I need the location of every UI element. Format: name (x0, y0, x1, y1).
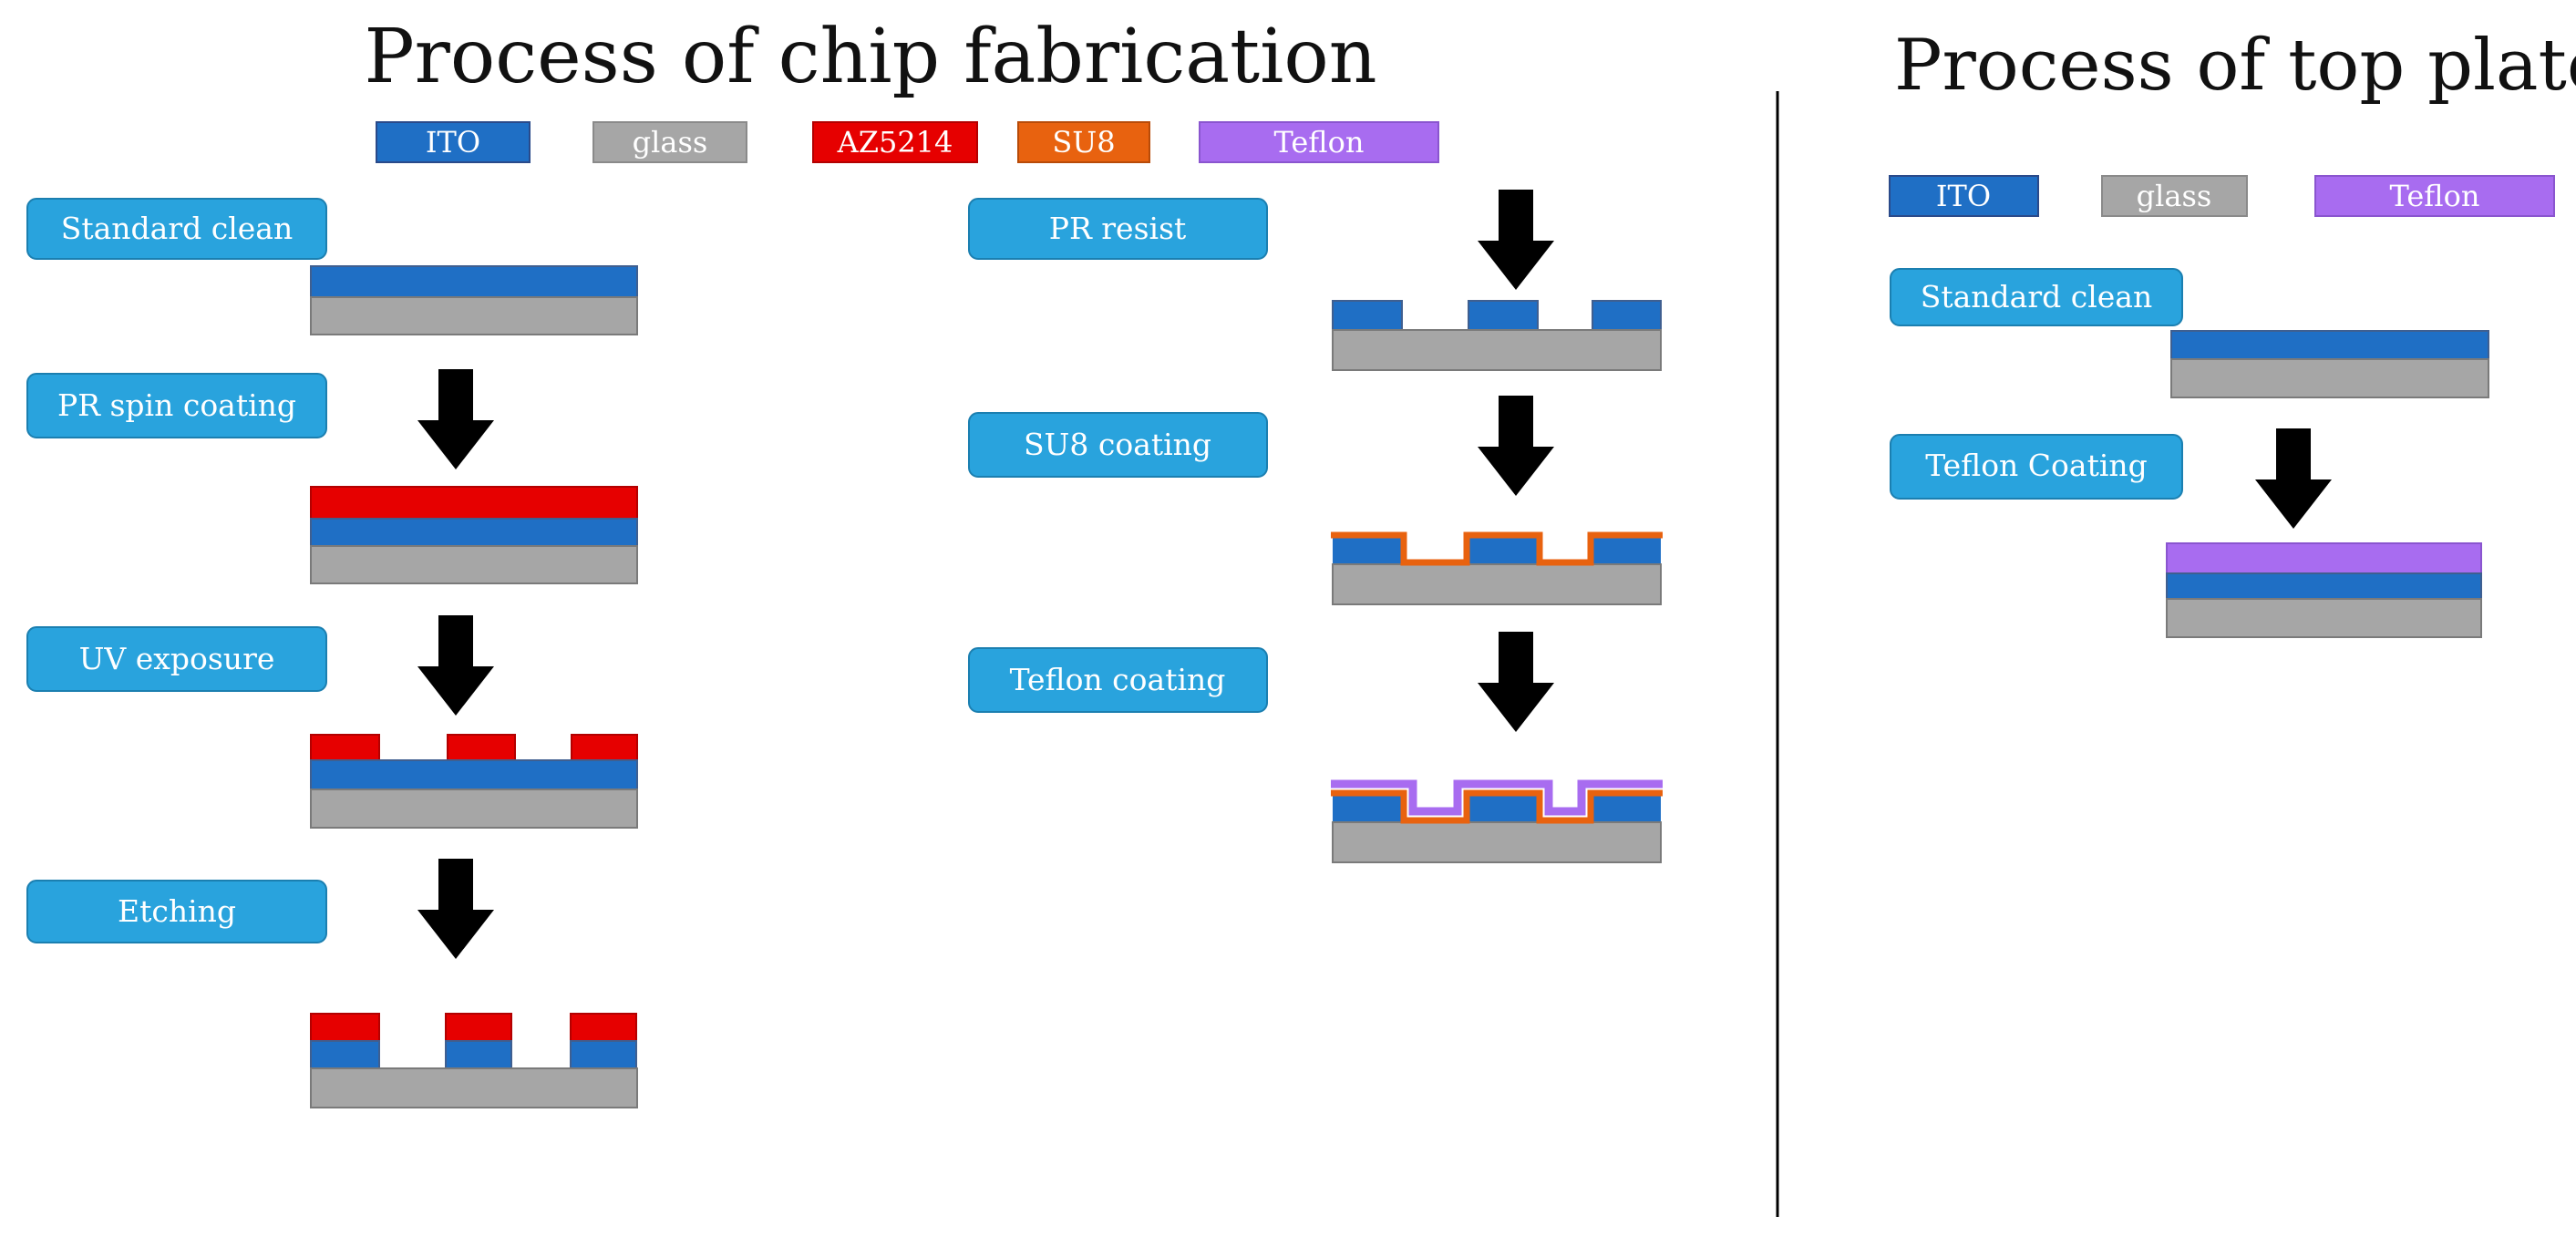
legend-label: glass (633, 125, 708, 160)
step-label: Standard clean (61, 211, 293, 246)
legend-item-teflon: Teflon (1199, 121, 1439, 163)
stack-top-teflon-coating (2166, 542, 2482, 638)
down-arrow-icon (417, 369, 494, 469)
legend-item-teflon: Teflon (2314, 175, 2555, 217)
step-uv-exposure: UV exposure (26, 626, 327, 692)
legend-item-ito: ITO (376, 121, 531, 163)
step-label: Etching (118, 893, 236, 929)
legend-label: ITO (1936, 179, 1991, 213)
step-etching: Etching (26, 880, 327, 943)
step-label: PR spin coating (57, 387, 296, 423)
legend-top: ITO glass Teflon (1889, 175, 2555, 217)
legend-item-glass: glass (592, 121, 747, 163)
legend-label: Teflon (2389, 179, 2479, 213)
stack-pr-spin-coating (310, 486, 638, 584)
legend-chip: ITO glass AZ5214 SU8 Teflon (376, 121, 1439, 163)
down-arrow-icon (1478, 190, 1554, 290)
step-pr-resist: PR resist (968, 198, 1268, 260)
step-label: SU8 coating (1024, 427, 1211, 462)
step-label: Teflon coating (1010, 662, 1226, 697)
step-su8-coating: SU8 coating (968, 412, 1268, 478)
stack-uv-exposure (310, 734, 638, 829)
down-arrow-icon (1478, 632, 1554, 732)
step-top-teflon-coating: Teflon Coating (1890, 434, 2183, 500)
legend-label: glass (2137, 179, 2212, 213)
legend-label: SU8 (1052, 125, 1115, 160)
down-arrow-icon (417, 859, 494, 959)
legend-label: AZ5214 (837, 125, 953, 160)
step-standard-clean: Standard clean (26, 198, 327, 260)
legend-item-su8: SU8 (1017, 121, 1150, 163)
chip-fabrication-title: Process of chip fabrication (364, 14, 1376, 100)
step-teflon-coating: Teflon coating (968, 647, 1268, 713)
stack-pr-resist (1332, 300, 1662, 371)
legend-item-glass: glass (2101, 175, 2248, 217)
stack-top-standard-clean (2170, 330, 2489, 398)
step-label: Standard clean (1921, 279, 2152, 314)
stack-etching (310, 1013, 638, 1108)
top-plate-title: Process of top plate (1894, 25, 2576, 107)
step-pr-spin-coating: PR spin coating (26, 373, 327, 438)
stack-su8-coating (1331, 531, 1663, 605)
legend-label: Teflon (1273, 125, 1364, 160)
step-label: UV exposure (79, 641, 275, 676)
legend-item-ito: ITO (1889, 175, 2039, 217)
step-label: Teflon Coating (1925, 448, 2148, 483)
down-arrow-icon (1478, 396, 1554, 496)
legend-label: ITO (426, 125, 480, 160)
down-arrow-icon (417, 615, 494, 716)
stack-teflon-coating (1331, 779, 1663, 863)
step-label: PR resist (1049, 211, 1187, 246)
legend-item-az5214: AZ5214 (812, 121, 978, 163)
step-top-standard-clean: Standard clean (1890, 268, 2183, 326)
stack-standard-clean (310, 265, 638, 335)
down-arrow-icon (2255, 428, 2332, 529)
